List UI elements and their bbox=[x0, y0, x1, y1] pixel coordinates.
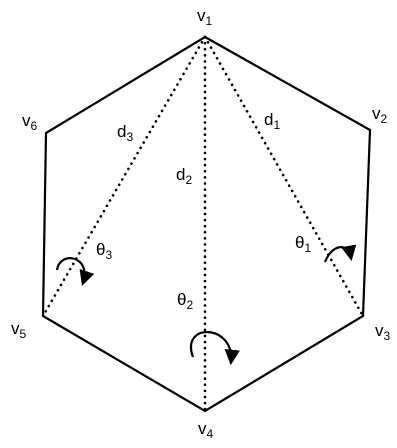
vertex-label-v6: v6 bbox=[22, 111, 38, 133]
diagonal-label-d2: d2 bbox=[176, 165, 192, 187]
diagonal-d3 bbox=[41, 35, 207, 318]
vertex-label-v1: v1 bbox=[197, 6, 213, 28]
hexagon-outline bbox=[41, 35, 372, 413]
diagonal-label-d3: d3 bbox=[117, 122, 133, 144]
vertex-label-v3: v3 bbox=[375, 321, 391, 343]
vertex-label-v5: v5 bbox=[11, 319, 27, 341]
diagonal-d1 bbox=[203, 35, 365, 318]
rotation-arrow-theta1 bbox=[323, 244, 357, 263]
angle-label-theta1: θ1 bbox=[295, 233, 311, 255]
vertex-label-v4: v4 bbox=[198, 419, 214, 441]
angle-label-theta3: θ3 bbox=[96, 240, 112, 262]
rotation-arrow-theta3 bbox=[55, 257, 95, 286]
angle-label-theta2: θ2 bbox=[177, 290, 193, 312]
diagonal-label-d1: d1 bbox=[264, 110, 280, 132]
rotation-arrow-theta2 bbox=[189, 331, 240, 366]
vertex-label-v2: v2 bbox=[372, 104, 388, 126]
